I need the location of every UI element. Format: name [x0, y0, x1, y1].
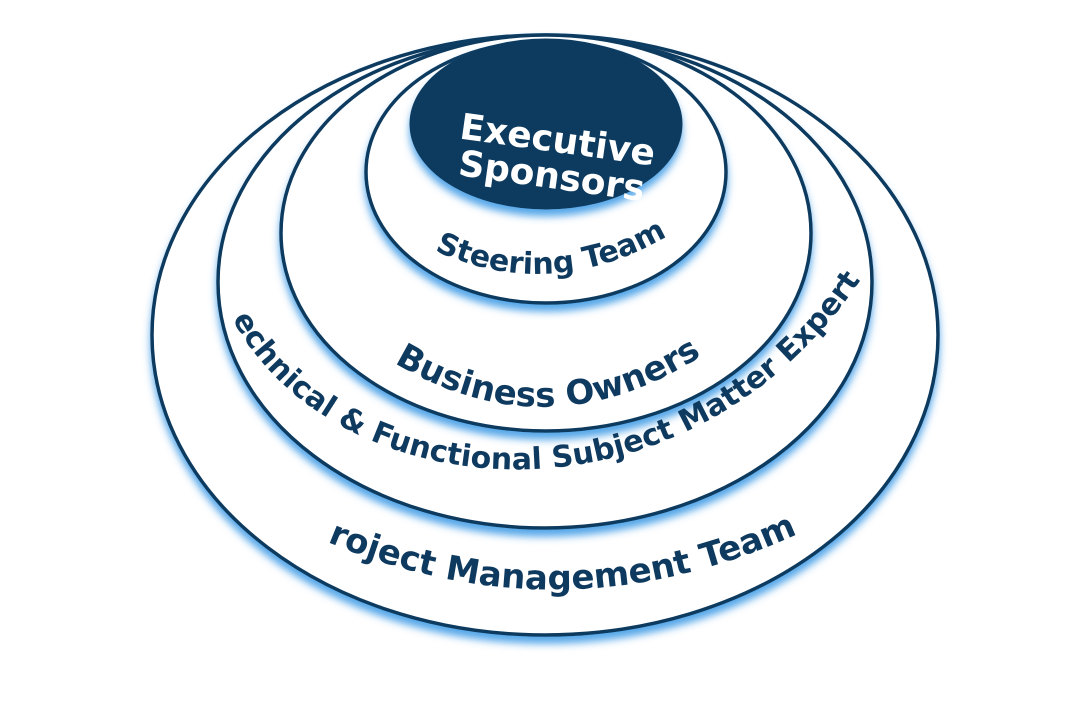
core-executive-sponsors: [409, 38, 683, 210]
core-shape: [409, 38, 683, 210]
